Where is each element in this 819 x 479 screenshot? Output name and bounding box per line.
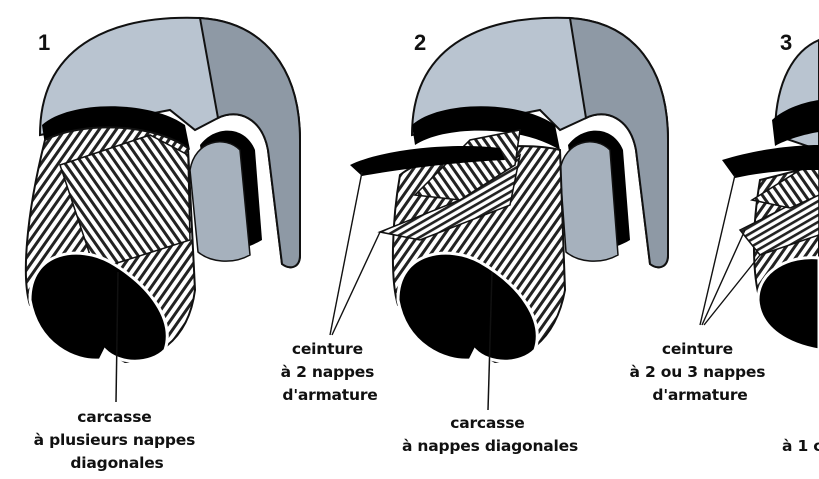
belt-edge-black: [350, 145, 505, 176]
belt-pointer-2b: [331, 231, 381, 336]
belt-label-3: ceinture à 2 ou 3 nappes d'armature: [630, 340, 771, 404]
figure-number-2: 2: [414, 30, 426, 55]
belt-ply-upper: [750, 164, 819, 209]
inner-sidewall: [189, 141, 251, 262]
figure-2: 2 ceinture à 2 nappes d'armature carcass…: [281, 16, 669, 455]
bead-band: [412, 106, 560, 150]
inner-sidewall: [559, 141, 619, 262]
belt-pointer-2a: [329, 171, 363, 336]
carcass-label-2: carcasse à nappes diagonales: [402, 414, 578, 455]
belt-pointer-3c: [703, 254, 761, 326]
carcass-inner-rim: [28, 251, 169, 363]
belt-pointer-3a: [699, 174, 736, 326]
belt-ply-lower: [738, 189, 819, 256]
figure-3: 3 ceinture à 2 ou 3 nappes d'armature à …: [630, 30, 819, 455]
belt-pointer-3b: [701, 229, 746, 326]
bead-band: [772, 100, 819, 146]
belt-ply-lower: [377, 153, 522, 241]
carcass-pointer-1: [115, 271, 119, 403]
sidewall: [198, 16, 301, 269]
figure-number-1: 1: [38, 30, 50, 55]
carcass-inner-rim: [396, 251, 539, 363]
carcass-label-1: carcasse à plusieurs nappes diagonales: [34, 408, 201, 472]
figure-1: 1 carcasse à plusieurs nappes diagonales: [24, 16, 301, 472]
carcass-pointer-2: [487, 271, 493, 411]
carcass-label-3-partial: à 1 c: [782, 437, 819, 455]
belt-label-2: ceinture à 2 nappes d'armature: [281, 340, 380, 404]
carcass-inner-rim: [756, 256, 819, 352]
sidewall: [568, 16, 669, 269]
belt-edge-black: [722, 145, 819, 178]
figure-number-3: 3: [780, 30, 792, 55]
carcass-ply-inner: [59, 134, 191, 271]
